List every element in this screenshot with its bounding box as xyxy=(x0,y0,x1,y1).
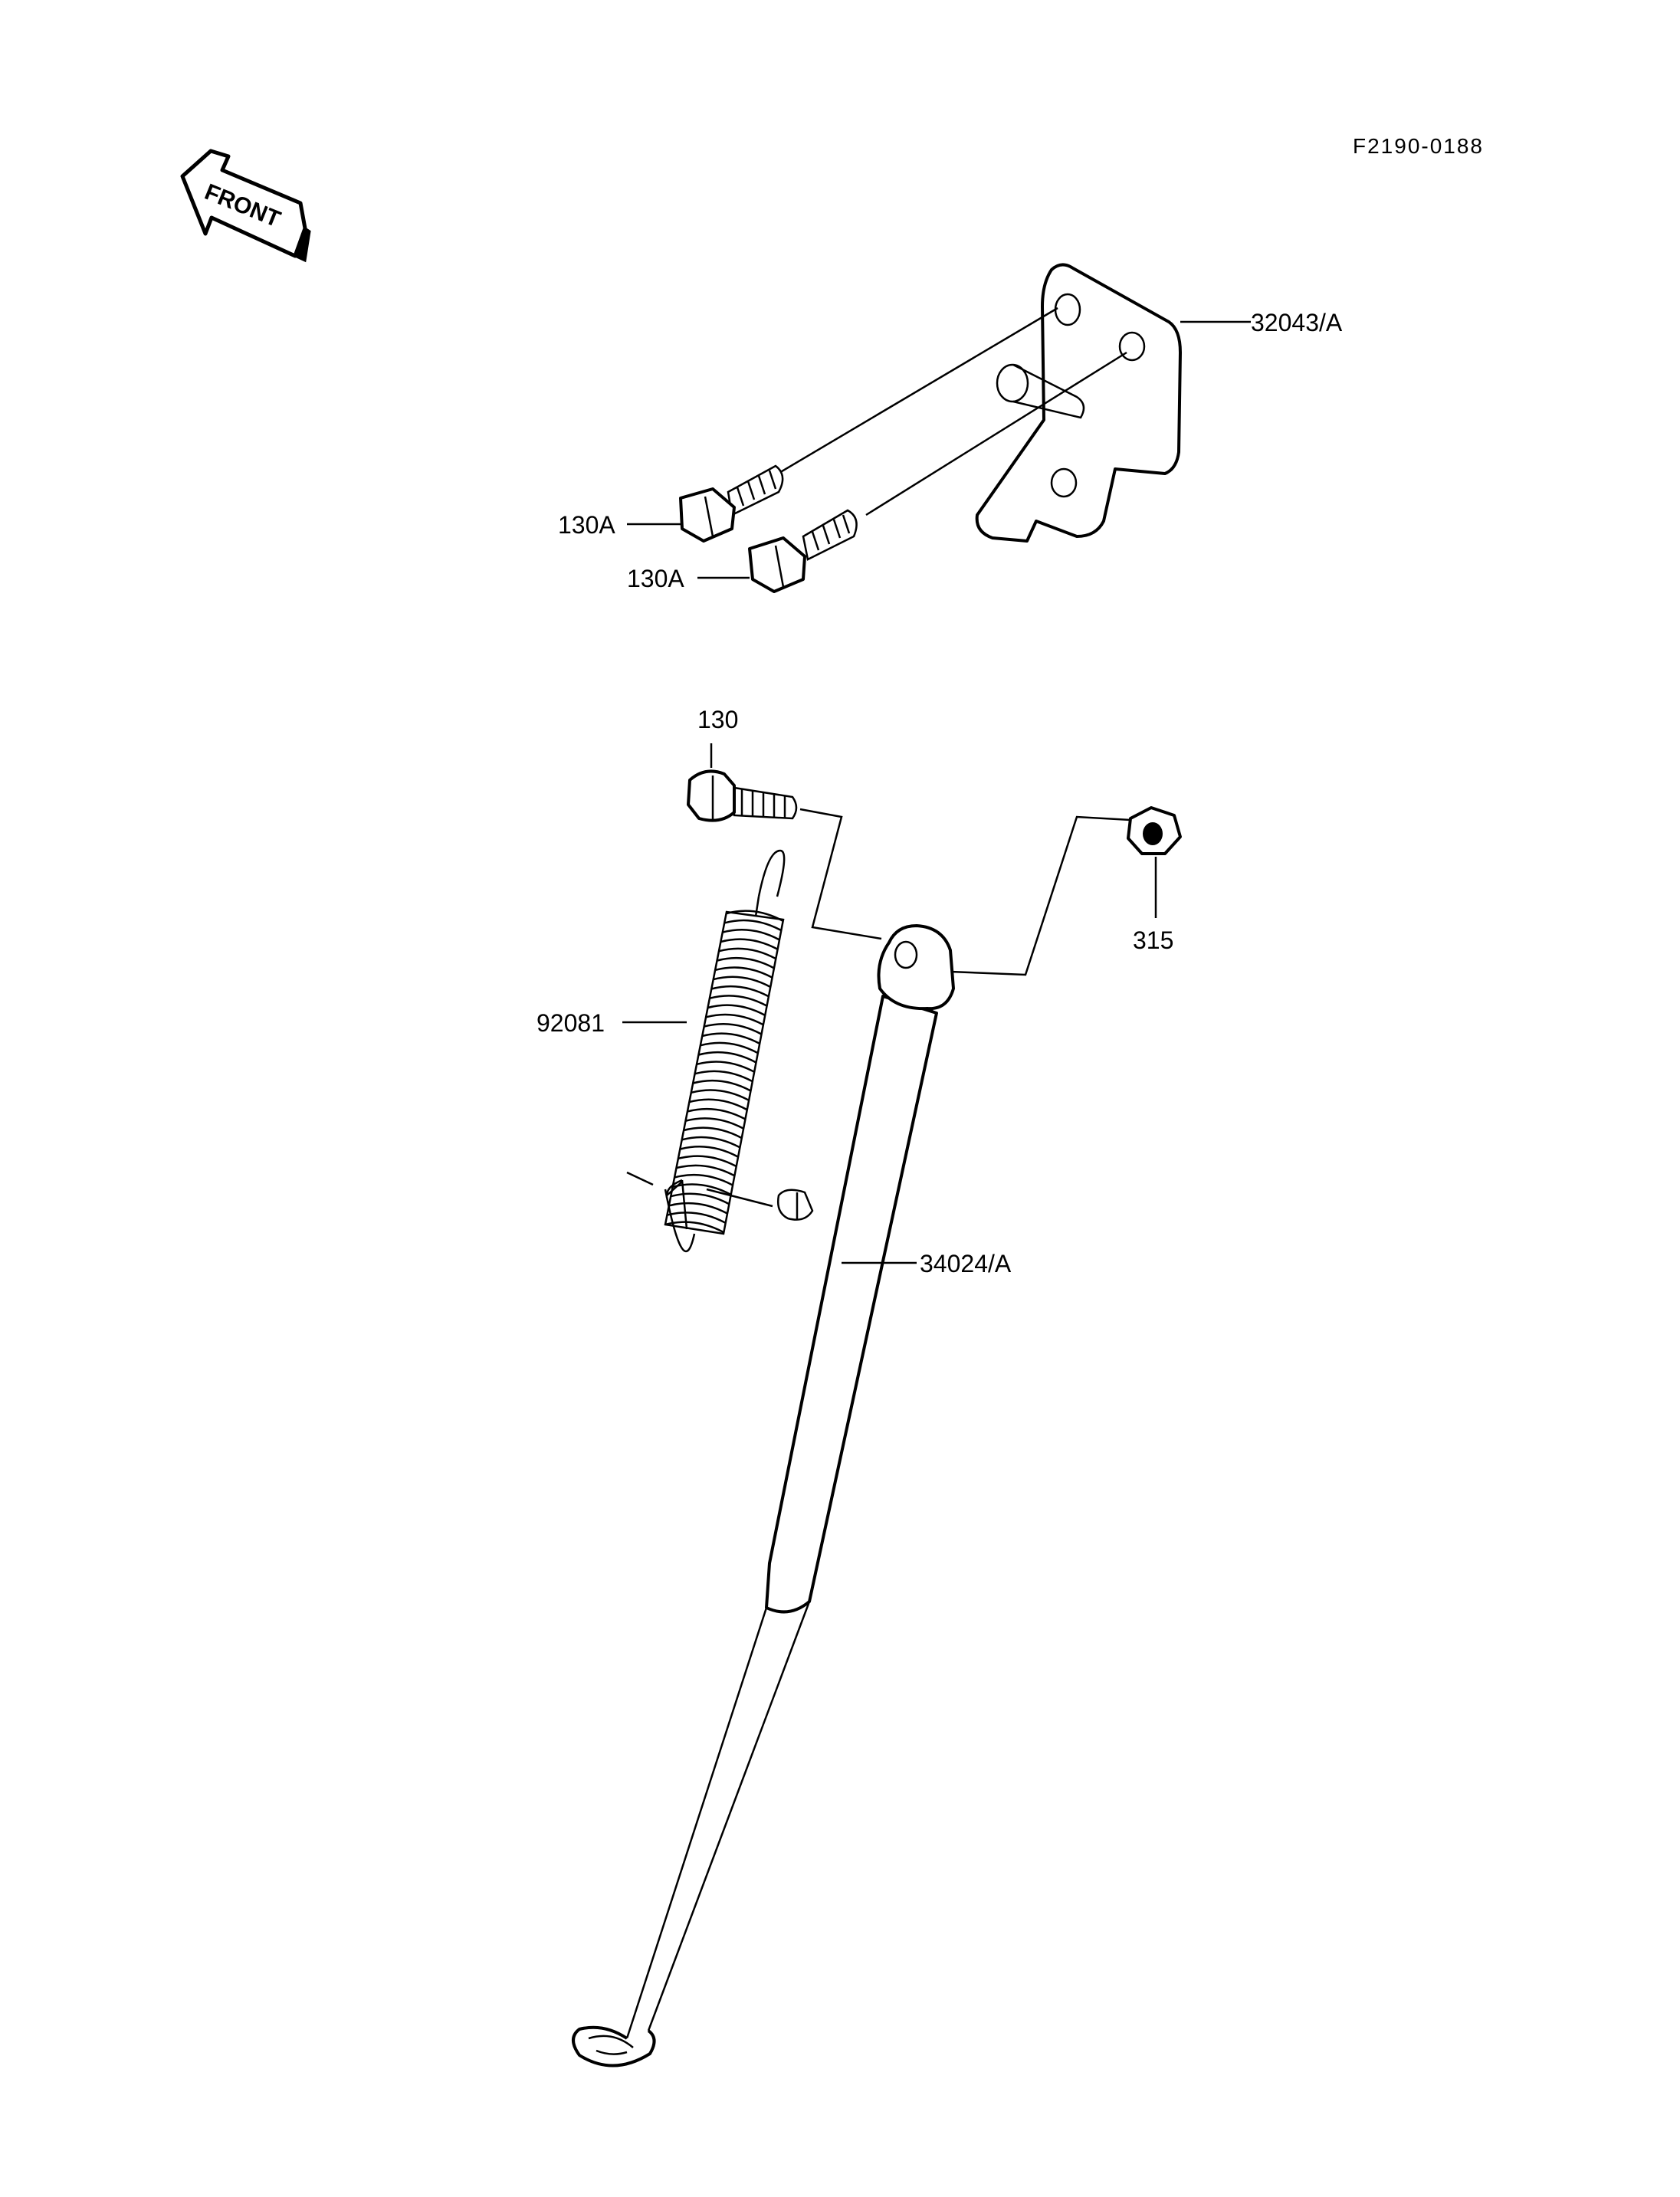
side-stand-34024a xyxy=(572,924,955,2067)
spring-hook-guide-line xyxy=(626,1171,654,1186)
pivot-bolt-axis-line xyxy=(799,808,882,940)
callout-bolt-lower: 130A xyxy=(627,565,684,592)
spring-hook-axis-line xyxy=(706,1188,773,1208)
diagram-code: F2190-0188 xyxy=(1353,134,1484,158)
nut-315 xyxy=(1127,806,1182,855)
front-arrow-icon: FRONT xyxy=(180,149,311,263)
bolt-upper-130a xyxy=(679,307,1058,543)
callout-nut: 315 xyxy=(1133,926,1173,954)
return-spring-92081 xyxy=(664,849,786,1252)
callout-bracket: 32043/A xyxy=(1251,309,1343,336)
callout-side-stand: 34024/A xyxy=(920,1250,1012,1277)
callout-pivot-bolt: 130 xyxy=(697,706,738,733)
stand-bracket xyxy=(975,263,1182,543)
bolt-lower-130a xyxy=(748,351,1127,593)
pivot-bolt-130 xyxy=(687,769,798,822)
nut-axis-line xyxy=(950,815,1131,976)
callout-spring: 92081 xyxy=(536,1009,605,1037)
callout-bolt-upper: 130A xyxy=(558,511,615,539)
